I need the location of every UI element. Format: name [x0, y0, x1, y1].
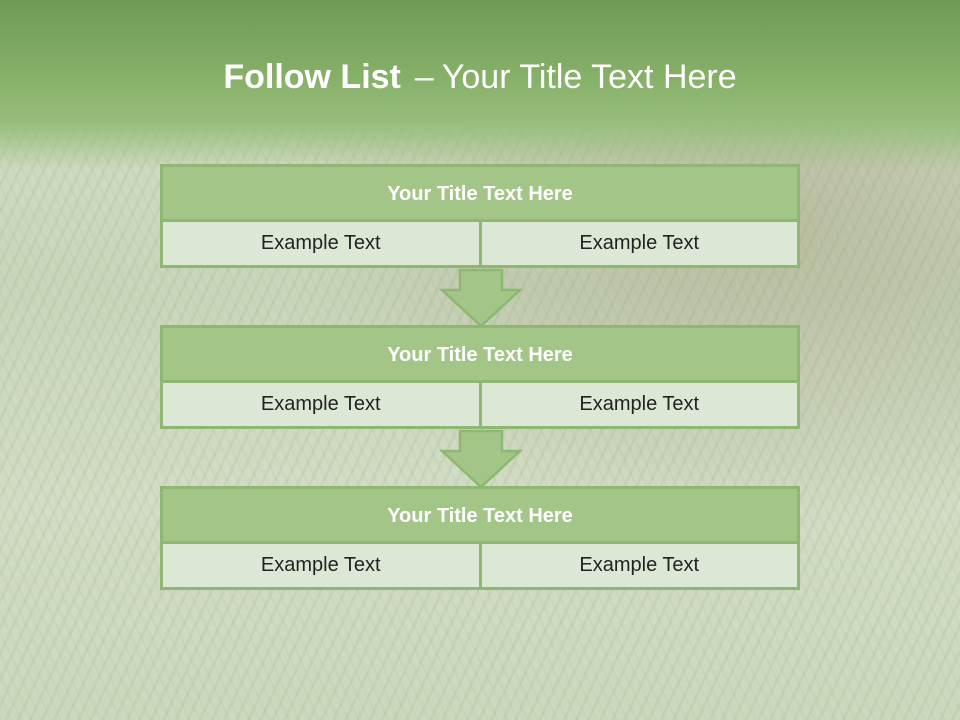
slide-title: Follow List–Your Title Text Here: [0, 52, 960, 102]
step-cell-right: Example Text: [478, 222, 797, 265]
step-row: Example Text Example Text: [163, 222, 797, 265]
title-rest: Your Title Text Here: [441, 58, 737, 96]
step-cell-right: Example Text: [478, 544, 797, 587]
step-cell-right: Example Text: [478, 383, 797, 426]
step-cell-left: Example Text: [163, 383, 479, 426]
step-title: Your Title Text Here: [163, 328, 797, 383]
step-row: Example Text Example Text: [163, 544, 797, 587]
step-box-1: Your Title Text Here Example Text Exampl…: [160, 164, 800, 268]
step-box-2: Your Title Text Here Example Text Exampl…: [160, 325, 800, 429]
title-bold: Follow List: [223, 58, 401, 96]
step-box-3: Your Title Text Here Example Text Exampl…: [160, 486, 800, 590]
down-arrow-icon: [438, 268, 524, 328]
title-dash: –: [414, 58, 434, 96]
down-arrow-icon: [438, 429, 524, 489]
step-title: Your Title Text Here: [163, 489, 797, 544]
step-cell-left: Example Text: [163, 544, 479, 587]
step-cell-left: Example Text: [163, 222, 479, 265]
header-band: [0, 0, 960, 170]
step-title: Your Title Text Here: [163, 167, 797, 222]
step-row: Example Text Example Text: [163, 383, 797, 426]
